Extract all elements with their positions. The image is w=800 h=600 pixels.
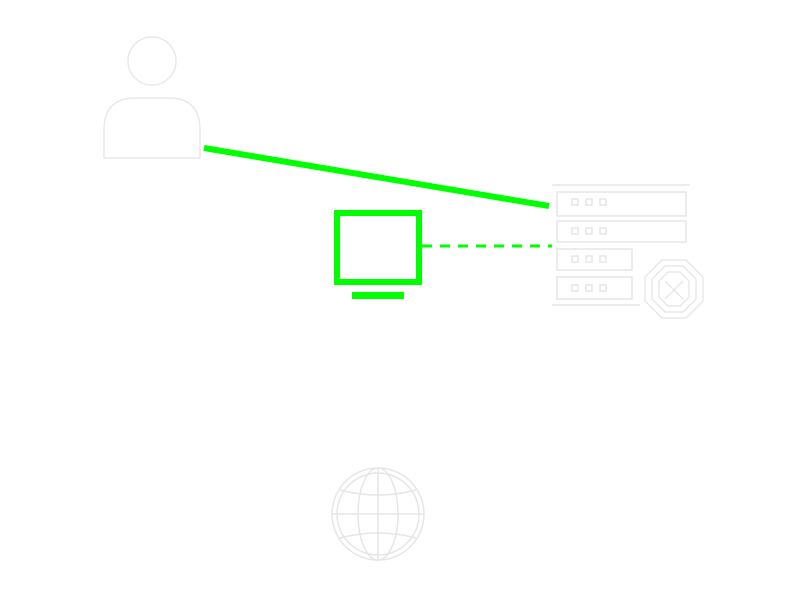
server-rack-icon: [552, 184, 690, 306]
globe-icon: [331, 467, 425, 561]
link-user-server: [203, 145, 550, 209]
monitor-icon: [334, 210, 422, 299]
user-icon: [103, 36, 201, 159]
error-badge-icon: [644, 259, 704, 319]
